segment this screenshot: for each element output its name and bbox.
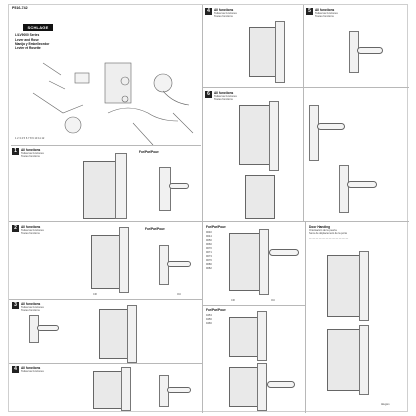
function-code-8: 9076	[206, 259, 212, 262]
function-code-2: 9044	[206, 235, 212, 238]
function-code-1: 9040	[206, 231, 212, 234]
function-code-5: 9070	[206, 247, 212, 250]
function-code-9: 9080	[206, 263, 212, 266]
door-handing-es: Orientación de la puerta	[309, 229, 337, 232]
step-4b-title-es: Todas las funciones	[21, 370, 44, 373]
door-handing-fr: Sens de déplacement de la porte	[309, 232, 348, 235]
side-cr-3: CR	[231, 299, 235, 302]
faceplate-8	[257, 311, 267, 361]
lever-2	[167, 261, 191, 267]
function-code-6: 9071	[206, 251, 212, 254]
series: L/LV9000 Series	[15, 33, 40, 37]
function-code-3: 9050	[206, 239, 212, 242]
step-5-title-es: Todas las funciones	[315, 12, 338, 15]
lever-6b	[347, 181, 377, 188]
schlage-logo: SCHLAGE	[23, 24, 53, 31]
step-4b-title: All functions	[21, 366, 41, 370]
parts-list-text: 1 2 3 4 5 6 7 8 9 10 11 12	[15, 137, 45, 140]
for-pour-2: For/Par/Pour:	[145, 227, 166, 231]
step-2-title: All functions	[21, 225, 41, 229]
step-4-title-es: Todas las funciones	[214, 12, 237, 15]
step-1-title-fr: Toutes fonctions	[21, 155, 40, 158]
for-pour-3: For/Par/Pour:	[206, 225, 227, 229]
step-6-title: All functions	[214, 91, 234, 95]
step-2-title-es: Todas las funciones	[21, 229, 44, 232]
part-number: P516-742	[12, 6, 28, 10]
step-2-badge: 2	[12, 225, 19, 232]
function-code-7: 9073	[206, 255, 212, 258]
lever-9	[267, 381, 295, 388]
side-ou-3: OU	[271, 299, 275, 302]
lock-body-6	[239, 105, 273, 165]
function-code-10: 9082	[206, 267, 212, 270]
faceplate-6	[269, 101, 279, 171]
faceplate-4b	[121, 367, 131, 411]
faceplate-2	[119, 227, 129, 293]
step-3-badge: 3	[12, 302, 19, 309]
door-handing-title: Door Handing	[309, 225, 331, 229]
step-3-title-es: Todas las funciones	[21, 306, 44, 309]
lever-4b	[167, 387, 191, 393]
step-2-title-fr: Toutes fonctions	[21, 232, 40, 235]
lever-7	[269, 249, 299, 256]
function-code-11: 9453	[206, 314, 212, 317]
step-6-title-fr: Toutes fonctions	[214, 98, 233, 101]
step-4-badge: 4	[205, 8, 212, 15]
instruction-sheet: P516-742 SCHLAGE L/LV9000 Series Lever a…	[8, 4, 409, 413]
step-6-title-es: Todas las funciones	[214, 95, 237, 98]
lever-3a	[37, 325, 59, 331]
for-pour-1: For/Par/Pour:	[139, 150, 160, 154]
side-cr-2: CR	[93, 293, 97, 296]
step-6-badge: 6	[205, 91, 212, 98]
step-5-badge: 5	[306, 8, 313, 15]
title-fr: Levier et Rosette	[15, 46, 41, 50]
lock-body-2	[91, 235, 123, 289]
function-code-4: 9060	[206, 243, 212, 246]
step-5-title-fr: Toutes fonctions	[315, 15, 334, 18]
step-1-badge: 1	[12, 148, 19, 155]
trim-plate-6b	[339, 165, 349, 213]
lock-body-1	[83, 161, 119, 219]
lock-body-7	[229, 233, 263, 291]
allegion-footer: Allegion	[381, 403, 390, 406]
side-ou-2: OU	[177, 293, 181, 296]
faceplate-7	[259, 229, 269, 295]
lock-body-6b	[245, 175, 275, 219]
faceplate-3	[127, 305, 137, 363]
title-es: Manija y Embellecedor	[15, 42, 50, 46]
step-4b-badge: 4	[12, 366, 19, 373]
lock-body-handing-1	[327, 255, 363, 317]
faceplate-handing-2	[359, 325, 369, 395]
faceplate-1	[115, 153, 127, 219]
trim-plate-1	[159, 167, 171, 211]
lever-1	[169, 183, 189, 189]
faceplate-4	[275, 21, 285, 83]
step-3-title-fr: Toutes fonctions	[21, 309, 40, 312]
door-handing-body: — — — — — — — — — — — —	[309, 237, 349, 240]
lock-body-handing-2	[327, 329, 363, 391]
title-en: Lever and Rose	[15, 38, 39, 42]
step-1-title: All functions	[21, 148, 41, 152]
lever-5	[357, 47, 383, 54]
faceplate-handing-1	[359, 251, 369, 321]
step-4-title: All functions	[214, 8, 234, 12]
step-3-title: All functions	[21, 302, 41, 306]
step-1-title-es: Todas las funciones	[21, 152, 44, 155]
function-code-12: 9456	[206, 318, 212, 321]
trim-plate-6	[309, 105, 319, 161]
for-pour-4: For/Par/Pour:	[206, 308, 227, 312]
step-5-title: All functions	[315, 8, 335, 12]
step-4-title-fr: Toutes fonctions	[214, 15, 233, 18]
function-code-13: 9466	[206, 322, 212, 325]
lever-6	[317, 123, 345, 130]
lock-body-8	[229, 317, 261, 357]
exploded-parts-illustration	[32, 62, 194, 146]
faceplate-9	[257, 363, 267, 411]
